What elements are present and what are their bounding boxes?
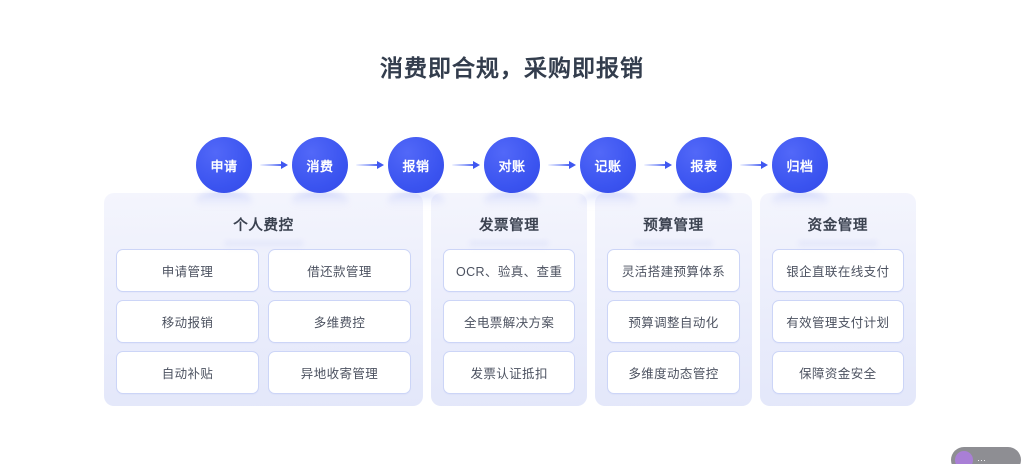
flow-step-2[interactable]: 消费 [291, 137, 349, 211]
feature-card[interactable]: 移动报销 [116, 300, 259, 343]
floating-chat-widget[interactable]: ··· [951, 447, 1021, 464]
feature-card[interactable]: 发票认证抵扣 [443, 351, 576, 394]
flow-arrow-icon [542, 160, 578, 170]
feature-card[interactable]: 多维费控 [268, 300, 411, 343]
feature-card[interactable]: 全电票解决方案 [443, 300, 576, 343]
flow-step-reflection [675, 191, 733, 211]
column-title: 个人费控 [116, 204, 411, 249]
flow-step-label: 报销 [388, 137, 444, 193]
column-budget-management: 预算管理 灵活搭建预算体系 预算调整自动化 多维度动态管控 [595, 193, 752, 406]
flow-arrow-icon [446, 160, 482, 170]
feature-card[interactable]: 自动补贴 [116, 351, 259, 394]
flow-step-label: 申请 [196, 137, 252, 193]
flow-step-1[interactable]: 申请 [195, 137, 253, 211]
column-card-grid: 灵活搭建预算体系 预算调整自动化 多维度动态管控 [607, 249, 740, 394]
feature-card[interactable]: 保障资金安全 [771, 351, 904, 394]
flow-step-3[interactable]: 报销 [387, 137, 445, 211]
flow-step-reflection [195, 191, 253, 211]
feature-card[interactable]: 异地收寄管理 [268, 351, 411, 394]
feature-card[interactable]: 借还款管理 [268, 249, 411, 292]
process-flow: 申请 消费 报销 对账 记账 报表 归档 [195, 132, 829, 211]
flow-arrow-icon [350, 160, 386, 170]
flow-step-label: 报表 [676, 137, 732, 193]
flow-step-5[interactable]: 记账 [579, 137, 637, 211]
feature-card[interactable]: OCR、验真、查重 [443, 249, 576, 292]
column-invoice-management: 发票管理 OCR、验真、查重 全电票解决方案 发票认证抵扣 [431, 193, 588, 406]
flow-step-label: 对账 [484, 137, 540, 193]
column-fund-management: 资金管理 银企直联在线支付 有效管理支付计划 保障资金安全 [759, 193, 916, 406]
column-title: 预算管理 [607, 204, 739, 249]
column-card-grid: 银企直联在线支付 有效管理支付计划 保障资金安全 [771, 249, 904, 394]
flow-step-reflection [579, 191, 637, 211]
feature-columns: 个人费控 申请管理 借还款管理 移动报销 多维费控 自动补贴 异地收寄管理 发票… [104, 193, 916, 406]
feature-card[interactable]: 灵活搭建预算体系 [607, 249, 740, 292]
page-title: 消费即合规，采购即报销 [380, 55, 644, 81]
flow-step-6[interactable]: 报表 [675, 137, 733, 211]
column-card-grid: OCR、验真、查重 全电票解决方案 发票认证抵扣 [443, 249, 576, 394]
column-personal-expense: 个人费控 申请管理 借还款管理 移动报销 多维费控 自动补贴 异地收寄管理 [104, 193, 423, 406]
flow-arrow-icon [638, 160, 674, 170]
feature-card[interactable]: 预算调整自动化 [607, 300, 740, 343]
avatar-icon [955, 451, 973, 464]
feature-card[interactable]: 有效管理支付计划 [771, 300, 904, 343]
column-title: 资金管理 [772, 204, 904, 249]
feature-card[interactable]: 申请管理 [116, 249, 259, 292]
column-title: 发票管理 [443, 204, 575, 249]
flow-arrow-icon [734, 160, 770, 170]
feature-card[interactable]: 多维度动态管控 [607, 351, 740, 394]
flow-step-label: 归档 [772, 137, 828, 193]
flow-step-reflection [291, 191, 349, 211]
flow-step-reflection [771, 191, 829, 211]
flow-step-reflection [483, 191, 541, 211]
floating-widget-label: ··· [977, 455, 986, 464]
feature-card[interactable]: 银企直联在线支付 [771, 249, 904, 292]
flow-step-7[interactable]: 归档 [771, 137, 829, 211]
flow-step-reflection [387, 191, 445, 211]
flow-step-4[interactable]: 对账 [483, 137, 541, 211]
flow-arrow-icon [254, 160, 290, 170]
flow-step-label: 记账 [580, 137, 636, 193]
flow-step-label: 消费 [292, 137, 348, 193]
column-card-grid: 申请管理 借还款管理 移动报销 多维费控 自动补贴 异地收寄管理 [116, 249, 411, 394]
